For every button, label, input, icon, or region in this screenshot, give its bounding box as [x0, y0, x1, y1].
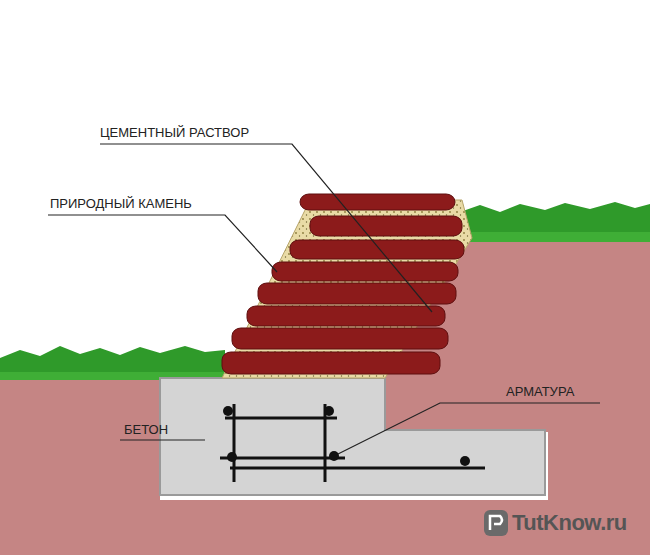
grass	[0, 346, 225, 380]
rebar	[220, 404, 485, 482]
leader-lines	[48, 144, 600, 454]
rebar-section	[223, 406, 470, 466]
callout-label: ЦЕМЕНТНЫЙ РАСТВОР	[100, 126, 249, 140]
callout-label: БЕТОН	[124, 423, 168, 437]
watermark-icon	[484, 510, 508, 536]
concrete-footing	[160, 378, 545, 495]
soil	[0, 240, 650, 555]
callout-label: АРМАТУРА	[506, 385, 574, 399]
natural-stones	[222, 194, 464, 374]
watermark: TutKnow.ru	[512, 511, 627, 535]
mortar-backing	[222, 200, 472, 378]
callout-label: ПРИРОДНЫЙ КАМЕНЬ	[50, 197, 192, 211]
